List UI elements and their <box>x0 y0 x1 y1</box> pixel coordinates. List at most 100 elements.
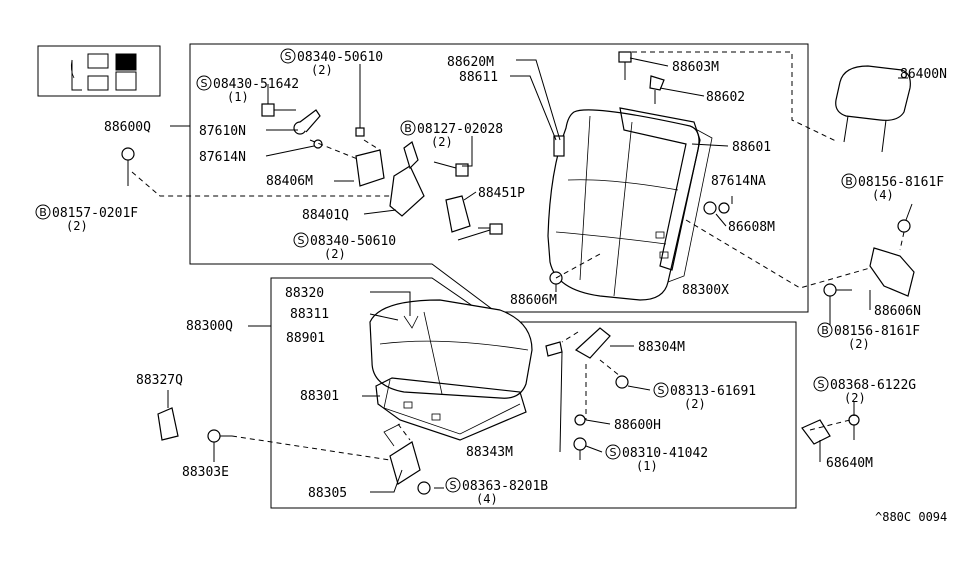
headrest-guide <box>618 51 665 104</box>
part-number: 86608M <box>728 220 775 235</box>
part-label-p9: 88451P <box>478 186 525 201</box>
part-label-p40: 68640M <box>826 456 873 471</box>
part-label-p4: 87610N <box>199 124 246 139</box>
part-number: 88606N <box>874 304 921 319</box>
part-number: 88304M <box>638 340 685 355</box>
part-number: 88601 <box>732 140 771 155</box>
part-label-p23: 88606N <box>874 304 921 319</box>
screw-symbol-icon <box>605 444 621 460</box>
part-label-p15: 88602 <box>706 90 745 105</box>
part-label-p28: 88901 <box>286 331 325 346</box>
seat-cushion-assembly-outline <box>270 277 797 509</box>
part-number: 88401Q <box>302 208 349 223</box>
part-label-p31: 88303E <box>182 465 229 480</box>
bolt-symbol-icon <box>841 173 857 189</box>
part-quantity: (2) <box>324 247 346 261</box>
part-label-p26: 88311 <box>290 307 329 322</box>
screw-symbol-icon <box>445 477 461 493</box>
seat-back-striker-bracket <box>823 219 915 297</box>
part-label-p37: 88600H <box>614 418 661 433</box>
part-number: 87614NA <box>711 174 766 189</box>
part-prefix: S <box>610 446 617 459</box>
part-quantity: (1) <box>636 459 658 473</box>
part-number: 88311 <box>290 307 329 322</box>
part-number: 08156-8161F <box>834 324 920 339</box>
seat-slide-lever <box>545 327 629 460</box>
part-quantity: (2) <box>848 337 870 351</box>
leader-lines <box>127 57 913 493</box>
part-label-p30: 88327Q <box>136 373 183 388</box>
part-label-p34: 88343M <box>466 445 513 460</box>
part-number: 88300X <box>682 283 729 298</box>
part-number: 88320 <box>285 286 324 301</box>
part-prefix: B <box>845 175 853 188</box>
part-number: 88600H <box>614 418 661 433</box>
part-label-p35: 88304M <box>638 340 685 355</box>
part-number: 88343M <box>466 445 513 460</box>
part-number: 88451P <box>478 186 525 201</box>
part-label-p33: S 08363-8201B(4) <box>445 477 548 506</box>
part-label-p21: 86400N <box>900 67 947 82</box>
part-prefix: S <box>450 479 457 492</box>
part-label-p17: 87614NA <box>711 174 766 189</box>
part-label-p25: 88320 <box>285 286 324 301</box>
part-prefix: S <box>658 384 665 397</box>
part-label-p8: 88401Q <box>302 208 349 223</box>
part-label-p18: 86608M <box>728 220 775 235</box>
part-quantity: (4) <box>872 188 894 202</box>
part-label-p24: B 08156-8161F(2) <box>817 322 920 351</box>
part-number: 86400N <box>900 67 947 82</box>
part-label-p7: 88406M <box>266 174 313 189</box>
part-quantity: (2) <box>431 135 453 149</box>
part-number: 88301 <box>300 389 339 404</box>
seat-locator-icon <box>37 45 161 97</box>
part-prefix: S <box>818 378 825 391</box>
part-label-p20: 88300X <box>682 283 729 298</box>
part-number: 08363-8201B <box>462 479 548 494</box>
part-quantity: (1) <box>227 90 249 104</box>
part-number: 88901 <box>286 331 325 346</box>
seat-cushion-side-bracket <box>383 423 431 495</box>
seat-back-pad <box>547 109 713 301</box>
screw-symbol-icon <box>653 382 669 398</box>
part-quantity: (2) <box>311 63 333 77</box>
part-prefix: S <box>285 50 292 63</box>
part-label-p32: 88305 <box>308 486 347 501</box>
part-prefix: S <box>201 77 208 90</box>
part-label-p12: 88620M <box>447 55 494 70</box>
part-label-p13: 88611 <box>459 70 498 85</box>
part-quantity: (2) <box>844 391 866 405</box>
part-number: 08127-02028 <box>417 122 503 137</box>
part-prefix: B <box>39 206 47 219</box>
part-number: 88603M <box>672 60 719 75</box>
part-label-p29: 88301 <box>300 389 339 404</box>
part-number: 88305 <box>308 486 347 501</box>
part-label-p14: 88603M <box>672 60 719 75</box>
screw-symbol-icon <box>293 232 309 248</box>
part-number: 08340-50610 <box>310 234 396 249</box>
part-number: 87614N <box>199 150 246 165</box>
part-number: 08156-8161F <box>858 175 944 190</box>
part-number: 68640M <box>826 456 873 471</box>
part-quantity: (2) <box>684 397 706 411</box>
screw-symbol-icon <box>280 48 296 64</box>
part-quantity: (4) <box>476 492 498 506</box>
screw-symbol-icon <box>813 376 829 392</box>
recliner-assembly <box>261 103 503 235</box>
part-number: 88611 <box>459 70 498 85</box>
part-number: 08157-0201F <box>52 206 138 221</box>
screw-symbol-icon <box>196 75 212 91</box>
part-number: 88300Q <box>186 319 233 334</box>
seat-cushion-pad <box>369 299 533 399</box>
headrest <box>835 65 911 153</box>
seat-cushion-frame <box>375 377 527 441</box>
part-prefix: B <box>821 324 829 337</box>
part-number: 88620M <box>447 55 494 70</box>
